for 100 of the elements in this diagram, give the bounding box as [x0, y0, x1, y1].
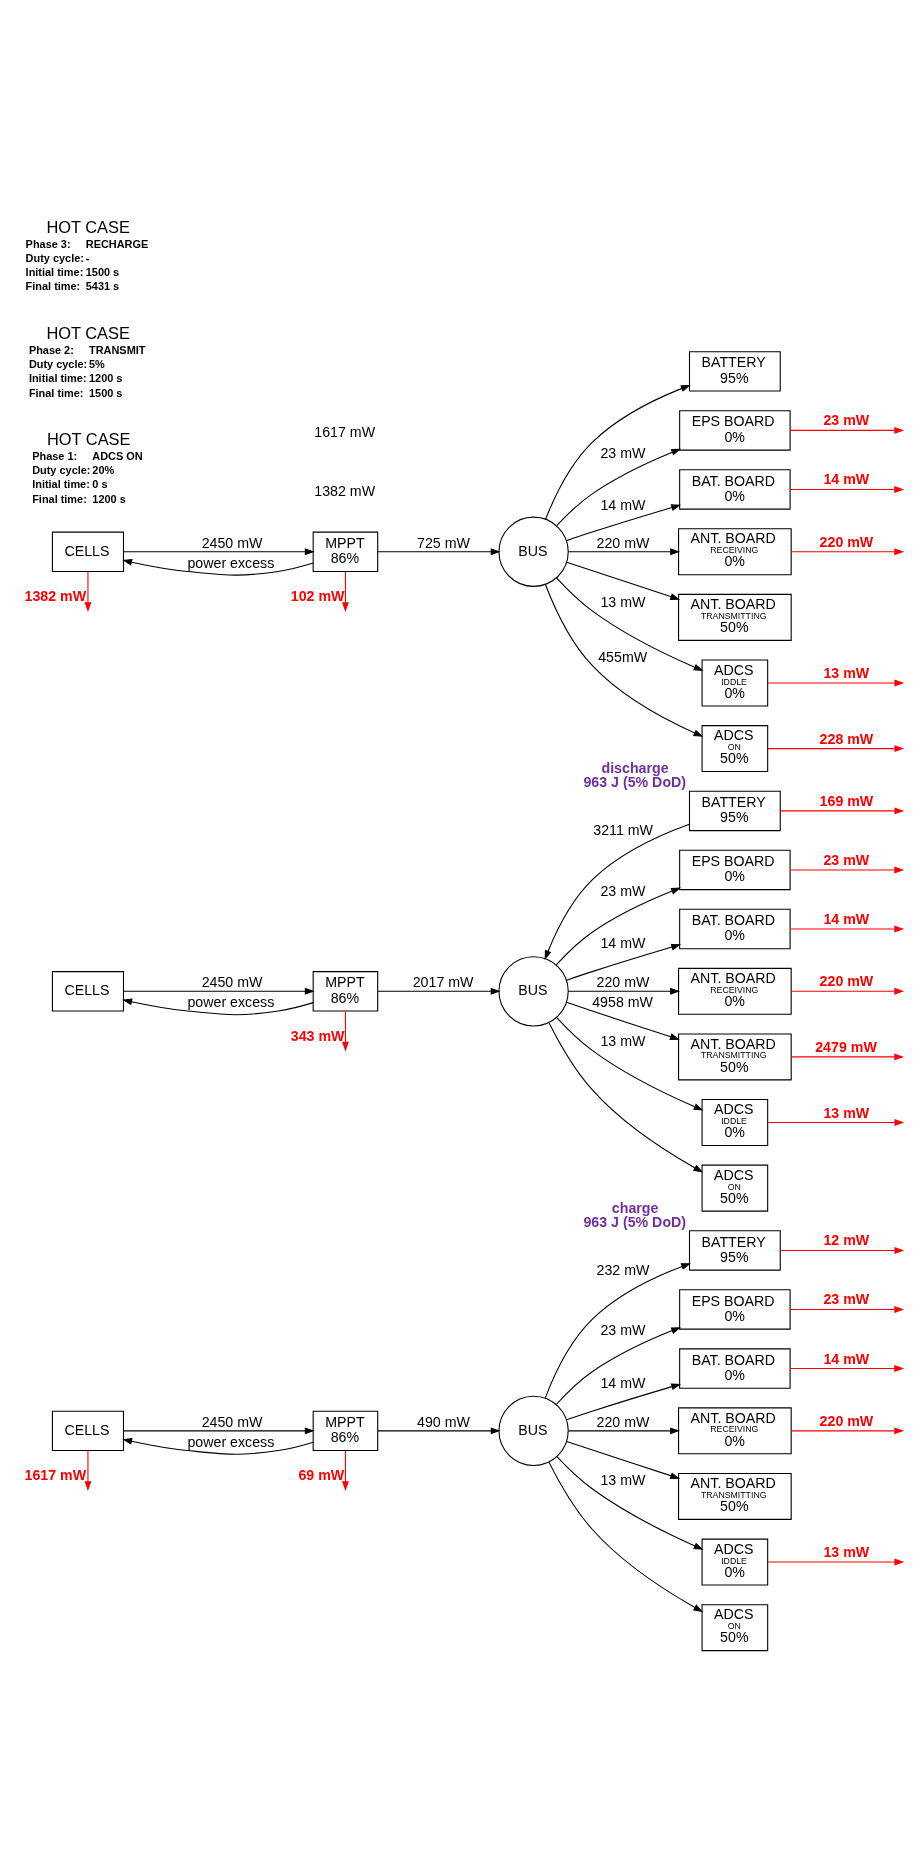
label: 5431 s	[85, 279, 120, 292]
node-box: BATTERY 95%	[688, 350, 781, 392]
arrow	[122, 997, 314, 1015]
node-box: BAT. BOARD 0%	[679, 468, 791, 510]
arrow	[544, 1262, 691, 1399]
arrow	[342, 1010, 349, 1052]
label: 0 s	[92, 477, 108, 490]
edge-label: 23 mW	[600, 1321, 646, 1338]
node-box: EPS BOARD 0%	[679, 849, 791, 890]
arrow	[789, 925, 905, 932]
edge-label: 2450 mW	[201, 534, 263, 551]
edge-label: 14 mW	[600, 496, 646, 513]
edge-label: 1382 mW	[24, 587, 87, 604]
label: -	[85, 251, 90, 264]
label: 5%	[89, 357, 105, 370]
node-box: MPPT 86%	[312, 531, 379, 572]
edge-label: 4958 mW	[592, 993, 653, 1010]
edge-label: 455mW	[598, 648, 648, 665]
label: TRANSMIT	[89, 343, 146, 356]
edge-label: 13 mW	[600, 1471, 646, 1488]
label: 1617 mW	[314, 423, 376, 440]
node-box: ADCS IDDLE 0%	[701, 1538, 769, 1586]
node-box: ANT. BOARD RECEIVING 0%	[678, 527, 792, 575]
edge-label: power excess	[187, 554, 275, 571]
arrow	[377, 1426, 501, 1434]
node-box: BATTERY 95%	[688, 790, 781, 831]
label: Final time:	[25, 279, 81, 292]
label: 1200 s	[92, 492, 126, 505]
arrow	[123, 547, 315, 555]
edge-label: 3211 mW	[593, 821, 654, 838]
arrow	[566, 943, 682, 981]
arrow	[767, 1118, 905, 1126]
edge-label: 2450 mW	[201, 973, 263, 990]
arrow	[767, 744, 905, 752]
edge-label: 2479 mW	[815, 1038, 877, 1055]
label: 1382 mW	[314, 482, 376, 499]
arrow	[548, 1461, 704, 1612]
arrow	[545, 583, 704, 737]
arrow	[123, 1426, 315, 1434]
node-box: ADCS IDDLE 0%	[701, 1098, 769, 1146]
edge-label: 490 mW	[417, 1413, 470, 1430]
node-box: ADCS ON 50%	[701, 1164, 769, 1212]
edge-label: 102 mW	[290, 587, 345, 604]
label: Initial time:	[32, 477, 90, 490]
edge-label: 23 mW	[600, 444, 646, 461]
node-box: ADCS ON 50%	[701, 724, 769, 772]
edge-label: 1617 mW	[24, 1466, 87, 1483]
arrow	[545, 384, 691, 520]
node-box: ANT. BOARD TRANSMITTING 50%	[678, 593, 792, 641]
arrow	[789, 426, 905, 434]
arrow	[780, 806, 905, 814]
node-circle: BUS	[498, 955, 569, 1026]
arrow	[567, 1426, 680, 1434]
arrow	[342, 1449, 349, 1491]
label: 20%	[92, 463, 115, 476]
arrow	[790, 1052, 905, 1060]
arrow	[555, 887, 681, 965]
arrow	[566, 561, 681, 600]
arrow	[556, 448, 682, 526]
arrow	[567, 547, 680, 555]
arrow	[767, 679, 905, 686]
arrow	[342, 570, 349, 612]
node-box: ANT. BOARD RECEIVING 0%	[678, 1406, 792, 1454]
edge-label: 220 mW	[819, 1412, 874, 1429]
edge-label: 23 mW	[823, 851, 870, 868]
arrow	[567, 987, 680, 995]
node-circle: BUS	[498, 1395, 569, 1466]
edge-label: 2017 mW	[412, 973, 474, 990]
arrow	[789, 1364, 905, 1372]
node-box: ANT. BOARD TRANSMITTING 50%	[678, 1472, 792, 1520]
node-box: BAT. BOARD 0%	[679, 908, 791, 949]
arrow	[566, 1001, 680, 1040]
edge-label: 228 mW	[819, 730, 874, 747]
label: Final time:	[28, 386, 84, 399]
node-box: CELLS	[51, 970, 125, 1012]
edge-label: 12 mW	[823, 1231, 870, 1248]
edge-label: 14 mW	[600, 934, 646, 951]
label: HOT CASE	[46, 217, 130, 236]
arrow	[556, 1016, 704, 1111]
node-box: CELLS	[51, 531, 125, 572]
edge-label: 23 mW	[600, 882, 646, 899]
edge-label: 13 mW	[823, 1543, 870, 1560]
edge-label: 232 mW	[596, 1261, 650, 1278]
arrow	[566, 1382, 682, 1420]
arrow	[122, 558, 314, 576]
edge-label: 14 mW	[823, 910, 870, 927]
label: Initial time:	[28, 371, 87, 384]
node-box: MPPT 86%	[312, 1410, 379, 1451]
edge-label: 13 mW	[600, 1032, 646, 1049]
arrow	[123, 987, 315, 995]
node-label: charge	[611, 1199, 659, 1216]
arrow	[566, 503, 682, 541]
edge-label: 220 mW	[596, 1413, 650, 1430]
edge-label: 343 mW	[290, 1027, 345, 1044]
arrow	[566, 1440, 681, 1479]
edge-label: 220 mW	[596, 534, 650, 551]
node-box: EPS BOARD 0%	[679, 409, 791, 451]
edge-label: power excess	[187, 1433, 275, 1450]
arrow	[790, 987, 905, 995]
label: Duty cycle:	[28, 357, 88, 370]
